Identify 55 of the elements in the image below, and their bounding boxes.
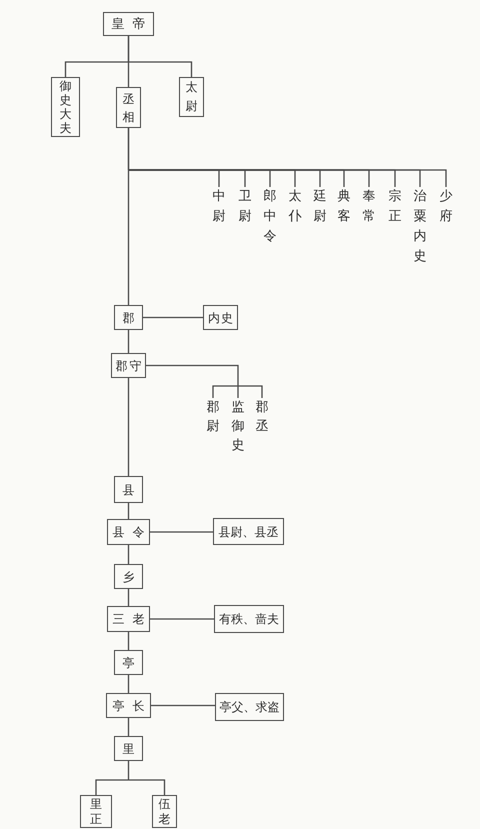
connector-line <box>128 36 130 87</box>
office-box: 亭父、求盗 <box>215 693 284 721</box>
connector-line <box>146 364 239 386</box>
connector-line <box>128 61 192 77</box>
connector-line <box>128 589 130 606</box>
connector-line <box>212 385 238 398</box>
connector-line <box>143 316 203 318</box>
office-label: 治粟内史 <box>412 187 428 267</box>
office-box: 丞相 <box>116 87 141 128</box>
office-box: 郡守 <box>111 353 146 378</box>
office-box: 县令 <box>107 519 150 545</box>
connector-line <box>128 675 130 693</box>
connector-line <box>95 779 128 795</box>
connector-line <box>64 61 128 77</box>
connector-line <box>151 704 215 706</box>
office-box: 亭长 <box>106 693 151 718</box>
office-label: 少府 <box>438 187 454 227</box>
office-box: 伍老 <box>152 795 177 828</box>
office-label: 典客 <box>336 187 352 227</box>
office-box: 内史 <box>203 305 238 330</box>
office-box: 有秩、啬夫 <box>214 605 284 633</box>
office-label: 奉常 <box>362 187 376 227</box>
connector-line <box>238 385 263 398</box>
office-label: 郎中令 <box>262 187 278 247</box>
office-label: 卫尉 <box>238 187 252 227</box>
connector-line <box>128 545 130 564</box>
office-label: 监御史 <box>230 398 246 455</box>
office-label: 中尉 <box>212 187 226 227</box>
office-label: 太仆 <box>288 187 302 227</box>
office-label: 宗正 <box>388 187 402 227</box>
connector-line <box>128 632 130 650</box>
connector-line <box>128 128 130 305</box>
office-box: 里 <box>114 736 143 761</box>
connector-line <box>128 761 130 780</box>
connector-line <box>128 330 130 353</box>
office-label: 廷尉 <box>312 187 328 227</box>
office-box: 太尉 <box>179 77 204 117</box>
connector-line <box>237 385 239 398</box>
connector-line <box>128 779 166 795</box>
office-box: 亭 <box>114 650 143 675</box>
office-label: 郡丞 <box>254 398 270 436</box>
connector-line <box>150 618 214 620</box>
office-box: 乡 <box>114 564 143 589</box>
connector-line <box>128 378 130 476</box>
connector-line <box>150 531 213 533</box>
office-box: 里正 <box>80 795 112 828</box>
office-label: 郡尉 <box>206 398 220 436</box>
office-box: 县 <box>114 476 143 503</box>
office-box: 皇帝 <box>103 12 154 36</box>
office-box: 御史大夫 <box>51 77 80 137</box>
connector-line <box>128 503 130 519</box>
connector-line <box>128 718 130 736</box>
office-box: 三老 <box>107 606 150 632</box>
office-box: 县尉、县丞 <box>213 518 284 545</box>
office-box: 郡 <box>114 305 143 330</box>
